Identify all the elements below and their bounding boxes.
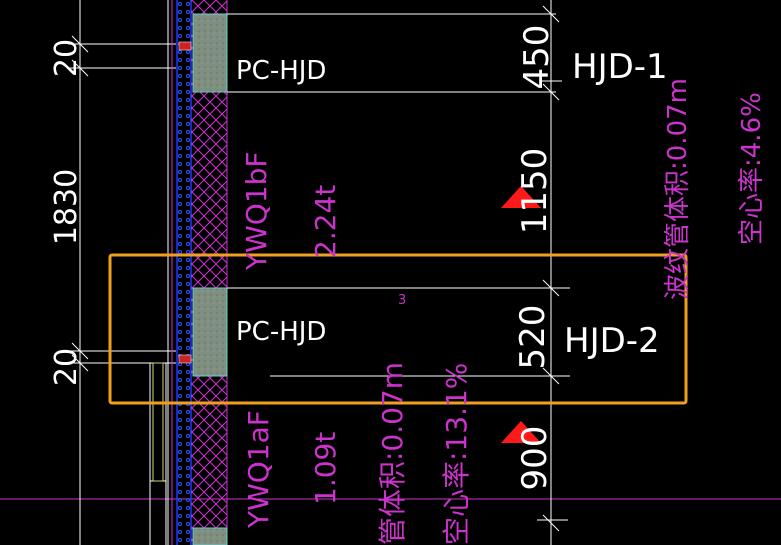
ywq1af-text[interactable]: YWQ1aF [242,410,275,529]
dim-bottom-text: 20 [49,348,84,386]
weight-2-24t-text: 2.24t [309,185,342,258]
panel-gray-2[interactable] [192,287,228,377]
small-3-label: 3 [398,293,406,308]
hjd-1-label[interactable]: HJD-1 [572,47,668,87]
elevation-marker-2 [501,421,541,443]
panel-gray-3[interactable] [192,527,228,545]
void-2-text: 空心率:4.6% [737,92,767,245]
elev-450-text: 450 [517,25,557,90]
brick-marker-1 [178,41,192,51]
wall-section [167,0,228,545]
brick-marker-2 [178,354,192,364]
elevation-marker-1 [501,186,541,208]
elev-520-text: 520 [513,305,553,370]
panel-gray-1[interactable] [192,13,228,93]
support-column [149,362,167,482]
left-dimension [68,0,176,545]
volume-2-text: 波纹管体积:0.07m [663,78,693,300]
weight-1-09t-text: 1.09t [309,432,342,505]
panel-1-label[interactable]: PC-HJD [236,56,326,86]
elev-900-text: 900 [515,426,555,491]
void-1-text: 空心率:13.1% [440,363,473,545]
selection-highlight[interactable] [108,253,688,405]
elev-1150-text: 1150 [515,148,555,235]
dim-middle-text: 1830 [49,169,84,245]
ywq1bf-text[interactable]: YWQ1bF [240,151,273,271]
volume-1-text: 管体积:0.07m [376,362,409,545]
support-column-core [152,362,164,482]
dim-top-text: 20 [49,39,84,77]
panel-2-label[interactable]: PC-HJD [236,317,326,347]
hjd-2-label[interactable]: HJD-2 [564,321,660,361]
